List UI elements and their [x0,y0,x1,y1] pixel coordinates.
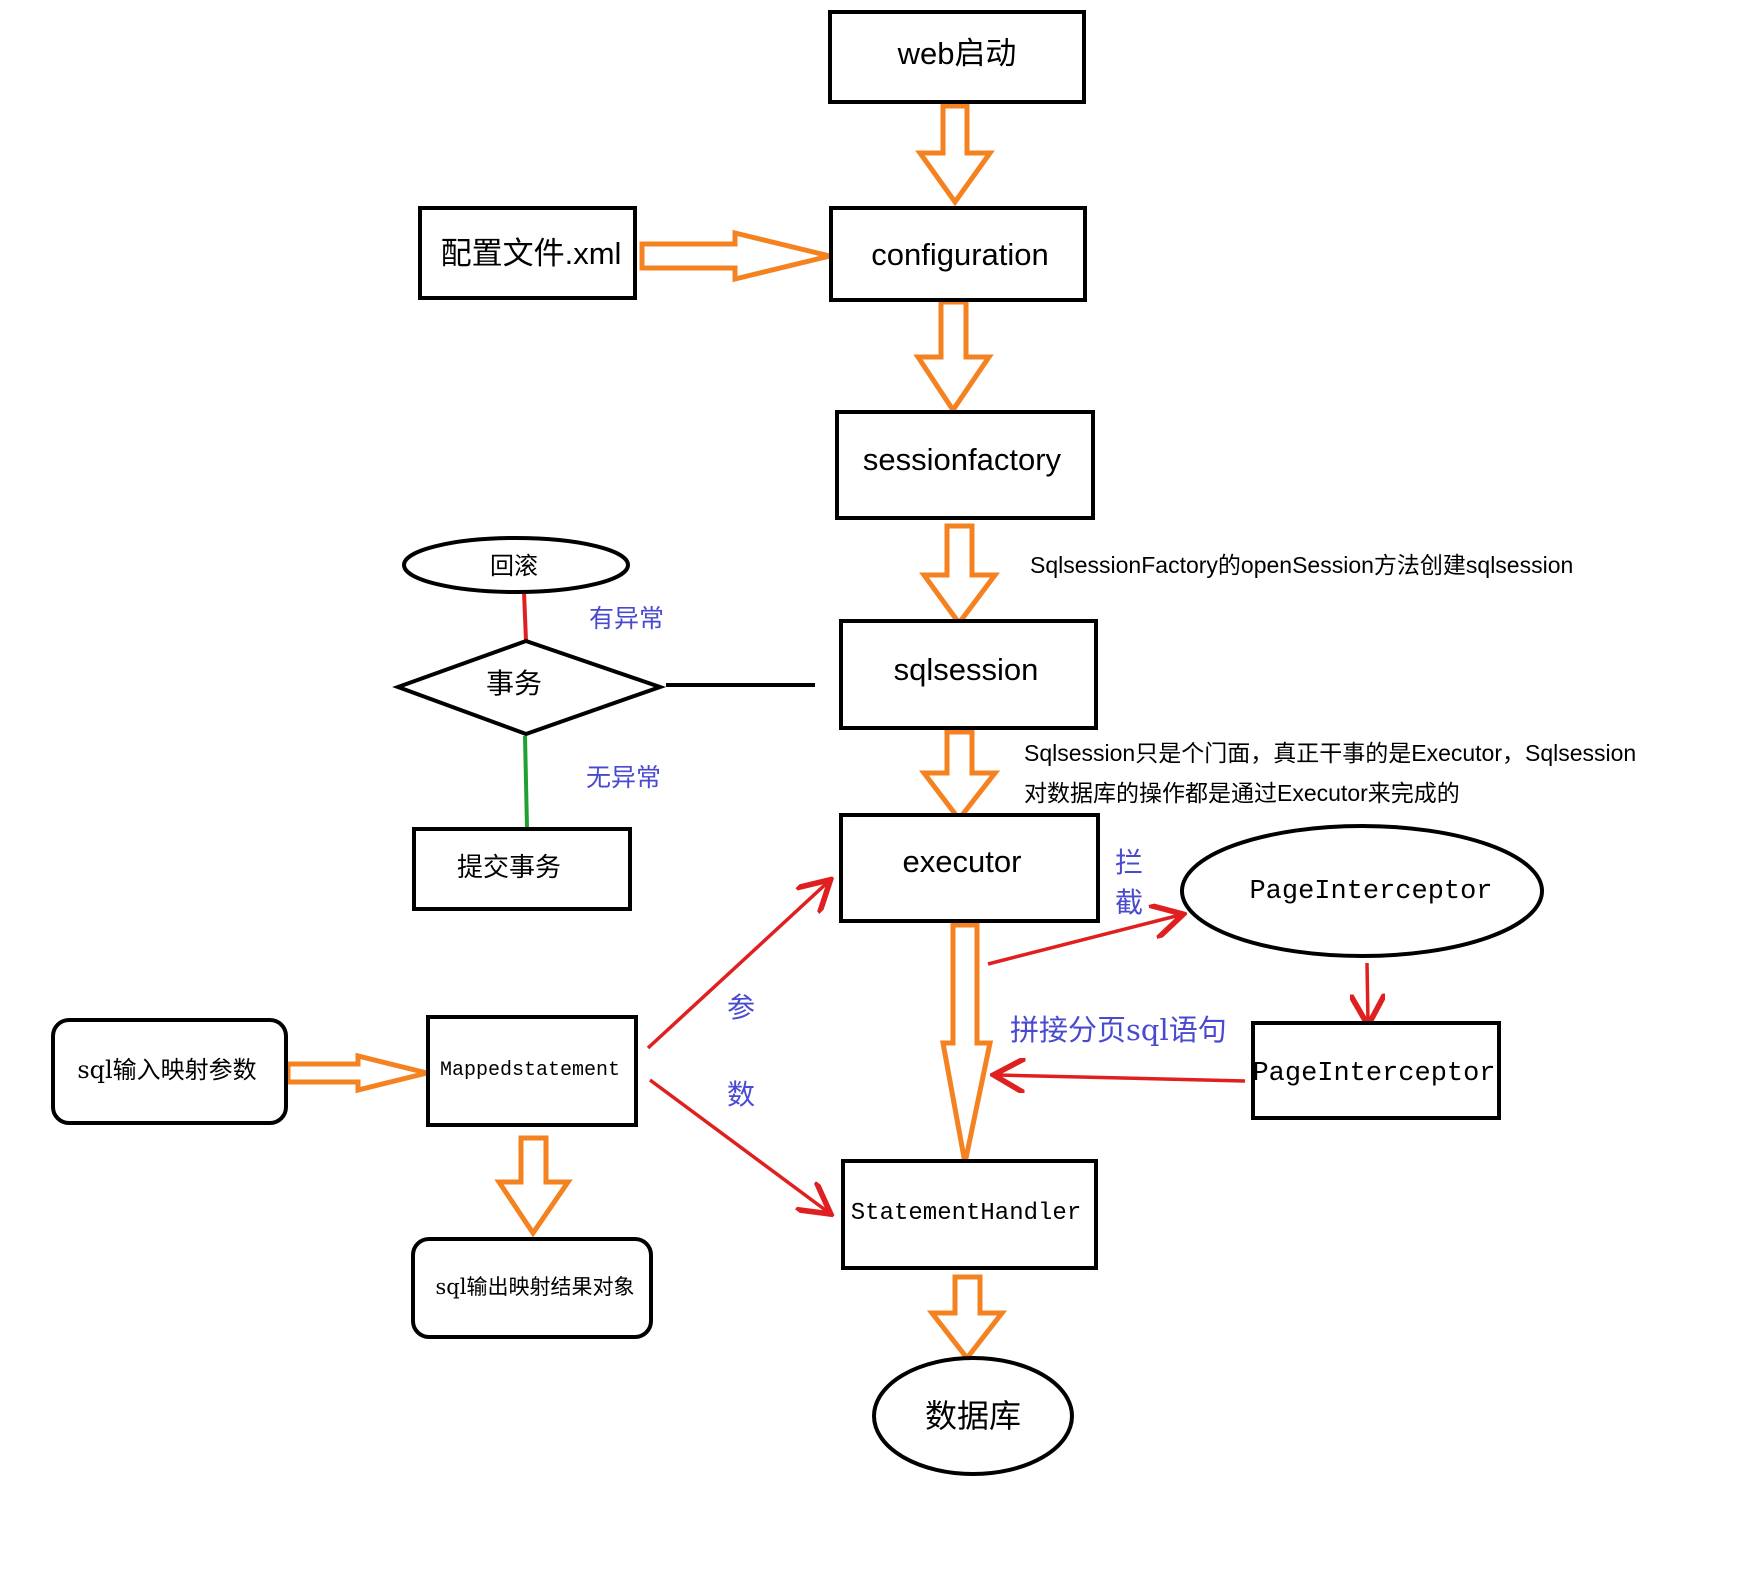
sessionfactory-label: sessionfactory [863,442,1062,477]
arrow-session-to-executor [918,729,1001,824]
arrow-input-to-mapped [285,1052,428,1094]
page-interceptor-ellipse-label: PageInterceptor [1249,877,1492,907]
statement-handler-box[interactable] [841,1159,1098,1270]
arrow-handler-to-db [926,1274,1008,1363]
page-interceptor-ellipse[interactable] [1180,824,1544,958]
arrow-executor-to-interceptor [987,915,1180,966]
arrow-xml-to-config [639,229,831,283]
intercept-label-1: 拦 [1115,846,1143,879]
facade-note-line1: Sqlsession只是个门面，真正干事的是Executor，Sqlsessio… [1024,740,1636,766]
exception-line [522,591,528,642]
open-session-note: SqlsessionFactory的openSession方法创建sqlsess… [1030,552,1573,578]
arrow-config-to-factory [913,299,994,415]
commit-box[interactable] [412,827,632,911]
rollback-label: 回滚 [490,552,538,580]
arrow-web-to-config [915,103,995,207]
sql-input-box[interactable] [51,1018,288,1125]
database-label: 数据库 [925,1397,1021,1435]
arrow-factory-to-session [919,523,1000,628]
web-start-label: web启动 [897,36,1017,71]
commit-label: 提交事务 [457,853,561,883]
mappedstatement-label: Mappedstatement [440,1059,620,1082]
configuration-box[interactable] [829,206,1087,302]
web-start-box[interactable] [828,10,1086,104]
arrow-mapped-to-executor [646,882,828,1050]
arrow-executor-to-handler [940,922,994,1164]
has-exception-label: 有异常 [589,604,664,633]
facade-note-line2: 对数据库的操作都是通过Executor来完成的 [1024,780,1460,806]
config-xml-label: 配置文件.xml [441,236,622,271]
database-ellipse[interactable] [872,1356,1074,1476]
mappedstatement-box[interactable] [426,1015,638,1127]
arrow-interceptor-to-executor-line [997,1075,1246,1081]
no-exception-label: 无异常 [586,763,661,792]
statement-handler-label: StatementHandler [851,1200,1081,1227]
rollback-ellipse[interactable] [402,536,630,594]
sqlsession-label: sqlsession [894,652,1039,687]
intercept-label-2: 截 [1115,886,1143,919]
arrow-mapped-to-handler [648,1078,828,1212]
sql-output-box[interactable] [411,1237,653,1339]
sql-input-label: sql输入映射参数 [77,1056,256,1084]
configuration-label: configuration [871,237,1049,272]
param-label-2: 数 [727,1078,755,1111]
config-xml-box[interactable] [418,206,637,300]
page-interceptor-box-label: PageInterceptor [1252,1059,1495,1089]
concat-sql-label: 拼接分页sql语句 [1010,1013,1227,1047]
transaction-label: 事务 [486,667,542,700]
executor-label: executor [903,844,1022,879]
executor-box[interactable] [839,813,1100,923]
param-label-1: 参 [727,991,755,1024]
transaction-diamond[interactable] [392,638,667,737]
sqlsession-box[interactable] [839,619,1098,730]
page-interceptor-box[interactable] [1251,1021,1501,1120]
sql-output-label: sql输出映射结果对象 [436,1275,635,1299]
sessionfactory-box[interactable] [835,410,1095,520]
arrow-interceptor-down [1367,962,1368,1022]
arrow-mapped-to-output [494,1135,573,1238]
no-exception-line [523,735,529,829]
